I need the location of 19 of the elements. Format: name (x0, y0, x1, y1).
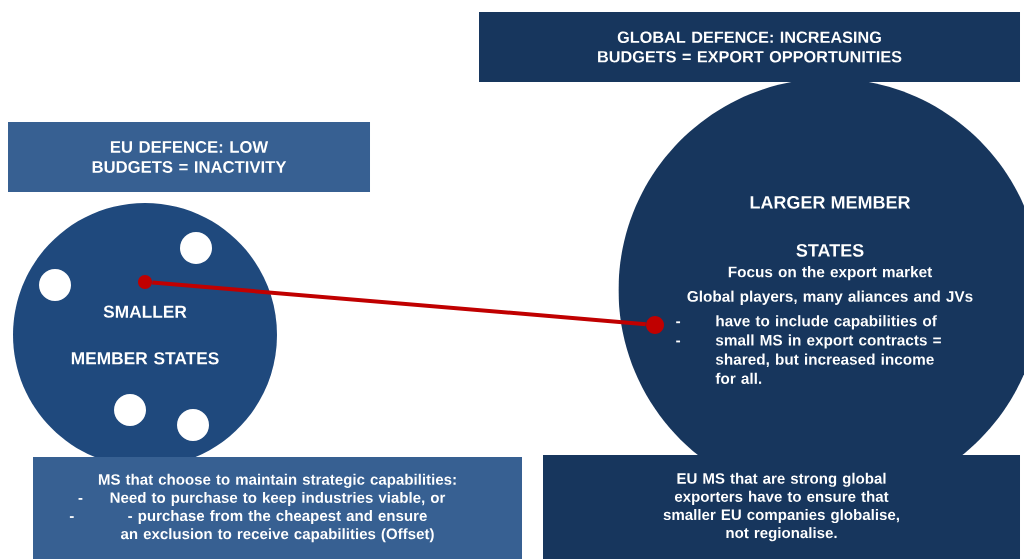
connector-dot (138, 275, 152, 289)
connector-line (152, 280, 646, 327)
text-box: MS that choose to maintain strategic capabilities: - Need to purchase to keep industries viable, or - - purchase from the cheapest and ensure an exclusion to receive capabilities (Offset) (33, 457, 522, 559)
member-dot (177, 409, 209, 441)
connector-dot (646, 316, 664, 334)
node-label: not regionalise. (726, 527, 837, 542)
heading-box: EU DEFENCE: LOW BUDGETS = INACTIVITY (8, 122, 370, 192)
node-label: Focus on the export market (728, 266, 933, 281)
member-dot (114, 394, 146, 426)
member-dot (39, 269, 71, 301)
node-label: - (676, 321, 681, 324)
heading-box: GLOBAL DEFENCE: INCREASING BUDGETS = EXPORT OPPORTUNITIES (479, 12, 1020, 82)
node-label: - (676, 340, 681, 343)
node-label: have to include capabilities of (716, 315, 937, 330)
node-label: LARGER MEMBER STATES (750, 195, 911, 257)
text-box: EU MS that are strong global exporters have to ensure that smaller EU companies globalise, not regionalise. (543, 455, 1020, 559)
member-dot (180, 232, 212, 264)
node-label: Global players, many aliances and JVs (687, 290, 973, 305)
node-label: small MS in export contracts = shared, but increased income for all. (715, 334, 941, 384)
